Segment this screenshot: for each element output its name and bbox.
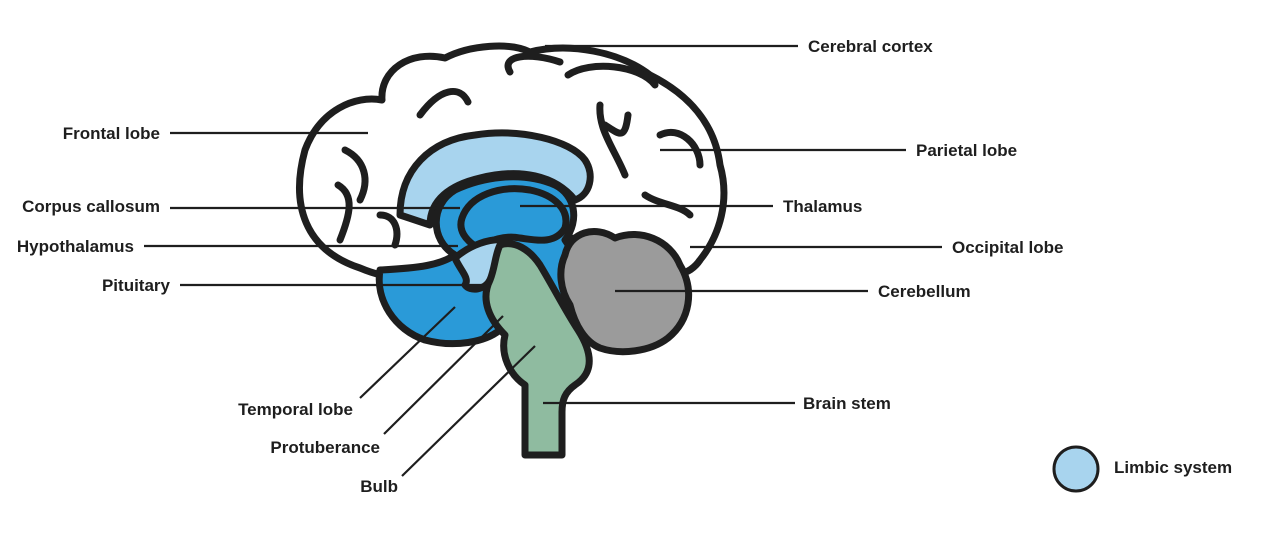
legend-swatch-icon	[1052, 445, 1100, 493]
leader-bulb	[401, 345, 536, 477]
labels: Cerebral cortex Frontal lobe Parietal lo…	[17, 37, 1064, 496]
label-frontal-lobe: Frontal lobe	[63, 124, 160, 143]
leader-lines	[144, 44, 942, 477]
thalamus-shape	[457, 185, 570, 252]
label-occipital-lobe: Occipital lobe	[952, 238, 1063, 257]
leader-protuberance	[383, 315, 504, 435]
label-thalamus: Thalamus	[783, 197, 862, 216]
brain-stem-shape	[482, 240, 593, 459]
label-hypothalamus: Hypothalamus	[17, 237, 134, 256]
label-pituitary: Pituitary	[102, 276, 171, 295]
leader-temporal-lobe	[359, 306, 456, 399]
label-cerebral-cortex: Cerebral cortex	[808, 37, 933, 56]
label-parietal-lobe: Parietal lobe	[916, 141, 1017, 160]
label-cerebellum: Cerebellum	[878, 282, 971, 301]
label-brain-stem: Brain stem	[803, 394, 891, 413]
label-temporal-lobe: Temporal lobe	[238, 400, 353, 419]
label-protuberance: Protuberance	[270, 438, 380, 457]
legend: Limbic system	[1052, 445, 1232, 493]
label-corpus-callosum: Corpus callosum	[22, 197, 160, 216]
label-bulb: Bulb	[360, 477, 398, 496]
legend-label: Limbic system	[1114, 458, 1232, 477]
